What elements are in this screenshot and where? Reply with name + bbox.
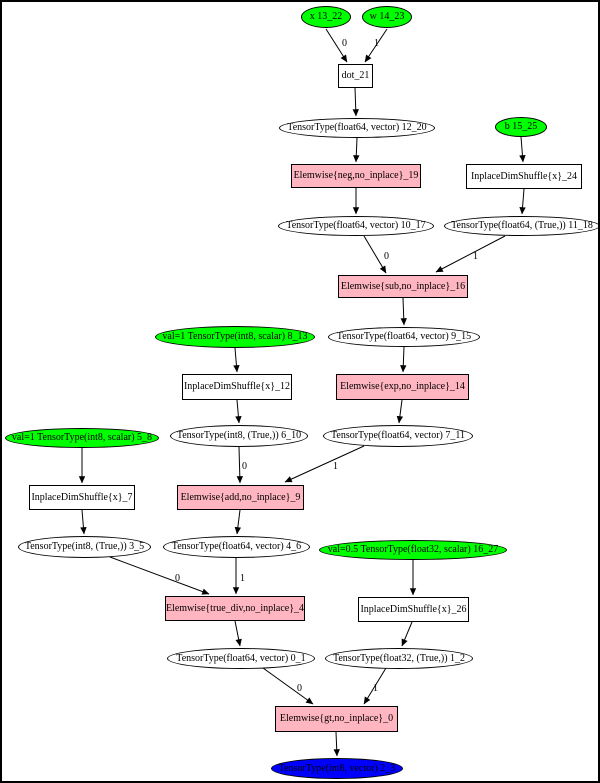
edge-tt11_18-to-sub_16: [435, 235, 506, 273]
edge-sub_16-to-tt9_15: [400, 297, 407, 326]
node-op-elemwise-truediv-4: Elemwise{true_div,no_inplace}_4: [165, 596, 305, 621]
edge-tt12_20-to-neg_19: [353, 137, 360, 163]
edge-tt0_1-to-gt_0: [262, 667, 314, 705]
edge-label-truediv-input1: 1: [240, 573, 245, 584]
node-input-b-15-25: b 15_25: [495, 117, 547, 137]
node-tensor-3-5: TensorType(int8, (True,)) 3_5: [18, 536, 151, 558]
node-tensor-10-17: TensorType(float64, vector) 10_17: [278, 216, 434, 236]
node-output-tensor-2-3: TensorType(int8, vector) 2_3: [271, 758, 403, 779]
edge-tt9_15-to-exp_14: [400, 346, 407, 373]
edge-label-dot-input1: 1: [374, 38, 379, 49]
node-op-elemwise-gt-0: Elemwise{gt,no_inplace}_0: [275, 706, 398, 732]
edge-val8_13-to-ids_12: [233, 347, 240, 373]
edge-tt1_2-to-gt_0: [363, 667, 387, 705]
node-op-elemwise-exp-14: Elemwise{exp,no_inplace}_14: [336, 374, 469, 400]
edge-tt7_11-to-add_9: [284, 445, 365, 483]
edge-tt3_5-to-true_div_4: [109, 556, 210, 595]
node-tensor-4-6: TensorType(float64, vector) 4_6: [163, 536, 310, 558]
node-tensor-9-15: TensorType(float64, vector) 9_15: [328, 327, 480, 347]
edge-ids_7-to-tt3_5: [80, 509, 87, 535]
edge-gt_0-to-tt2_3: [333, 731, 340, 757]
edge-label-dot-input0: 0: [342, 38, 347, 49]
edge-ids_12-to-tt6_10: [235, 399, 242, 424]
node-op-inplacedimshuffle-7: InplaceDimShuffle{x}_7: [29, 485, 135, 510]
edge-label-sub-input1: 1: [473, 251, 478, 262]
node-tensor-1-2: TensorType(float32, (True,)) 1_2: [325, 648, 473, 669]
node-constant-val05-16-27: val=0.5 TensorType(float32, scalar) 16_2…: [319, 540, 507, 560]
node-tensor-12-20: TensorType(float64, vector) 12_20: [279, 118, 435, 138]
edge-label-gt-input0: 0: [297, 683, 302, 694]
node-tensor-0-1: TensorType(float64, vector) 0_1: [167, 648, 315, 669]
node-op-inplacedimshuffle-12: InplaceDimShuffle{x}_12: [182, 374, 292, 400]
node-op-elemwise-sub-16: Elemwise{sub,no_inplace}_16: [338, 275, 468, 298]
node-op-dot-21: dot_21: [338, 64, 373, 88]
node-op-elemwise-add-9: Elemwise{add,no_inplace}_9: [177, 485, 304, 510]
edge-x13_22-to-dot_21: [325, 28, 348, 63]
edge-label-truediv-input0: 0: [175, 573, 180, 584]
edge-label-add-input0: 0: [242, 461, 247, 472]
edge-b15_25-to-ids_24: [519, 136, 526, 163]
node-tensor-7-11: TensorType(float64, vector) 7_11: [323, 425, 473, 447]
edge-label-add-input1: 1: [333, 461, 338, 472]
node-op-inplacedimshuffle-26: InplaceDimShuffle{x}_26: [358, 597, 469, 622]
edge-ids_26-to-tt1_2: [401, 621, 413, 647]
edge-dot_21-to-tt12_20: [352, 87, 359, 117]
node-op-inplacedimshuffle-24: InplaceDimShuffle{x}_24: [466, 164, 582, 189]
node-constant-val1-5-8: val=1 TensorType(int8, scalar) 5_8: [5, 428, 159, 448]
edge-label-sub-input0: 0: [384, 251, 389, 262]
node-op-elemwise-neg-19: Elemwise{neg,no_inplace}_19: [291, 164, 421, 188]
edge-w14_23-to-dot_21: [364, 28, 388, 63]
edge-ids_24-to-tt11_18: [519, 188, 526, 215]
edge-exp_14-to-tt7_11: [396, 399, 404, 424]
node-tensor-11-18: TensorType(float64, (True,)) 11_18: [444, 216, 598, 236]
node-tensor-6-10: TensorType(int8, (True,)) 6_10: [170, 425, 308, 447]
node-constant-val1-8-13: val=1 TensorType(int8, scalar) 8_13: [155, 326, 315, 348]
edge-label-gt-input1: 1: [373, 683, 378, 694]
edge-tt10_17-to-sub_16: [363, 235, 387, 274]
edge-tt6_10-to-add_9: [236, 446, 244, 484]
node-input-x-13-22: x 13_22: [301, 6, 351, 28]
node-input-w-14-23: w 14_23: [362, 6, 412, 28]
edge-add_9-to-tt4_6: [234, 509, 242, 535]
edge-true_div_4-to-tt0_1: [234, 620, 242, 647]
